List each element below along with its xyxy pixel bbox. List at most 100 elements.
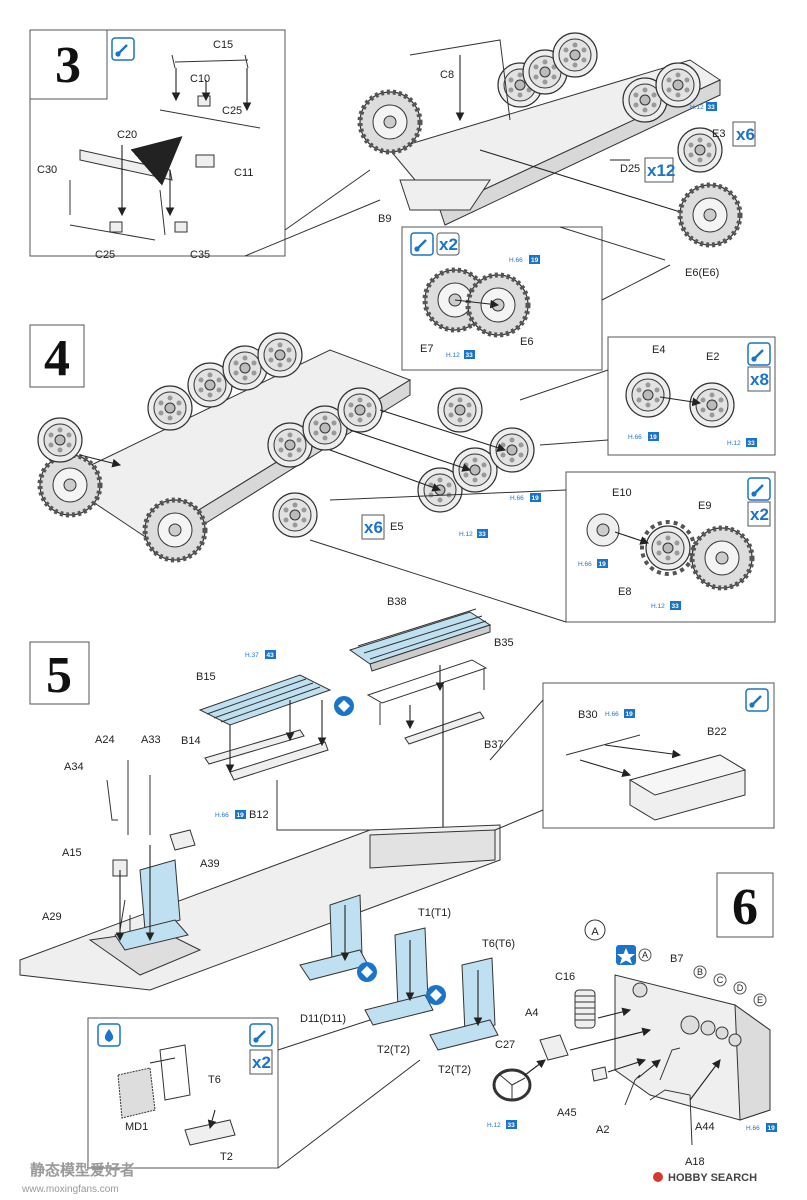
frame-b35: [366, 659, 488, 730]
step-4-chassis: [37, 332, 535, 560]
step-3-number: 3: [55, 37, 81, 94]
svg-text:H.12: H.12: [446, 352, 460, 359]
label-t2-t2-right: T2(T2): [438, 1064, 471, 1076]
label-t6-t6: T6(T6): [482, 938, 515, 950]
label-c25-top: C25: [222, 105, 242, 117]
svg-text:33: 33: [479, 531, 487, 538]
label-b15: B15: [196, 671, 216, 683]
label-a4: A4: [525, 1007, 538, 1019]
label-d25: D25: [620, 163, 640, 175]
label-e9: E9: [698, 500, 711, 512]
paint-code-h12: H.12 33: [651, 601, 681, 610]
bench-b38: [348, 608, 492, 672]
brand-label: HOBBY SEARCH: [668, 1172, 757, 1184]
flip-part-icon: [357, 962, 377, 982]
part-a18: [649, 1059, 721, 1146]
flip-part-icon: [334, 696, 354, 716]
label-c27: C27: [495, 1039, 515, 1051]
paint-code-h12: H.12 33: [727, 438, 757, 447]
label-b14: B14: [181, 735, 201, 747]
multiplier-x6: x6: [364, 518, 383, 537]
paint-code-h66: H.66 19: [509, 255, 540, 264]
label-b37: B37: [484, 739, 504, 751]
part-c27-steering-wheel: [492, 1059, 546, 1102]
label-a44: A44: [695, 1121, 715, 1133]
watermark-site: www.moxingfans.com: [21, 1184, 119, 1195]
label-c10: C10: [190, 73, 210, 85]
label-a24: A24: [95, 734, 115, 746]
step-4: 4 E5 x6 H.66: [29, 324, 776, 623]
svg-text:E: E: [757, 995, 763, 1005]
step-3-subassembly: [69, 54, 261, 241]
multiplier-x2: x2: [252, 1053, 271, 1072]
marker-circle-a-label: A: [591, 926, 599, 938]
dashboard-panel: [614, 974, 771, 1121]
label-e4: E4: [652, 344, 665, 356]
svg-text:C: C: [717, 975, 724, 985]
label-a39: A39: [200, 858, 220, 870]
label-e10: E10: [612, 487, 632, 499]
watermark: 静态模型爱好者: [30, 1161, 135, 1179]
svg-text:H.66: H.66: [509, 257, 523, 264]
part-a44: [659, 1047, 681, 1081]
paint-code-h66: H.66 19: [628, 432, 659, 441]
svg-text:B: B: [697, 967, 703, 977]
svg-text:33: 33: [466, 352, 474, 359]
label-t6: T6: [208, 1074, 221, 1086]
label-e2: E2: [706, 351, 719, 363]
part-a45: [591, 1058, 647, 1082]
part-a4: [539, 1027, 652, 1061]
label-a34: A34: [64, 761, 84, 773]
svg-text:H.66: H.66: [215, 812, 229, 819]
svg-text:33: 33: [672, 603, 680, 610]
bench-b15: [198, 674, 332, 781]
multiplier-x12: x12: [647, 161, 675, 180]
label-e3: E3: [712, 128, 725, 140]
seat-t6: [429, 957, 499, 1051]
svg-text:33: 33: [708, 104, 716, 111]
svg-text:H.66: H.66: [605, 711, 619, 718]
svg-text:19: 19: [531, 257, 539, 264]
paint-code-h12: H.12 33: [459, 529, 488, 538]
label-c35: C35: [190, 249, 210, 261]
label-a45: A45: [557, 1107, 577, 1119]
label-a33: A33: [141, 734, 161, 746]
svg-text:H.66: H.66: [578, 561, 592, 568]
step-5: 5 B38 B35 B37 B15 B14: [19, 596, 775, 1169]
paint-code-h66: H.66 19: [215, 810, 246, 819]
paint-code-h12: H.12 33: [690, 102, 717, 111]
paint-code-h66: H.66 19: [746, 1123, 777, 1132]
svg-text:33: 33: [748, 440, 756, 447]
label-b22: B22: [707, 726, 727, 738]
svg-text:19: 19: [650, 434, 658, 441]
svg-text:19: 19: [532, 495, 540, 502]
label-t2-t2-left: T2(T2): [377, 1044, 410, 1056]
dial-markers: A B C D E: [638, 948, 767, 1007]
svg-text:H.66: H.66: [628, 434, 642, 441]
svg-text:19: 19: [237, 812, 245, 819]
label-c30: C30: [37, 164, 57, 176]
hobby-search-logo: [653, 1172, 663, 1182]
svg-text:H.12: H.12: [690, 104, 704, 111]
seat-d11: [299, 894, 369, 981]
paint-code-h66: H.66 19: [578, 559, 608, 568]
step-6: 6 A A B C D E B7 C16: [487, 872, 777, 1168]
label-c11: C11: [234, 167, 253, 179]
svg-text:H.12: H.12: [651, 603, 665, 610]
step-4-number-box: [29, 324, 85, 388]
step-3-number-box: [29, 29, 108, 100]
multiplier-x2: x2: [750, 505, 769, 524]
svg-text:19: 19: [768, 1125, 776, 1132]
label-c16: C16: [555, 971, 575, 983]
star-icon: [616, 945, 636, 965]
paint-code-h12: H.12 33: [487, 1120, 517, 1129]
paint-code-h37: H.37 43: [245, 650, 276, 659]
multiplier-x2: x2: [439, 235, 458, 254]
label-a15: A15: [62, 847, 82, 859]
svg-text:H.66: H.66: [746, 1125, 760, 1132]
multiplier-x6: x6: [736, 125, 755, 144]
label-t1-t1: T1(T1): [418, 907, 451, 919]
label-a29: A29: [42, 911, 62, 923]
bar-b37: [404, 711, 485, 745]
